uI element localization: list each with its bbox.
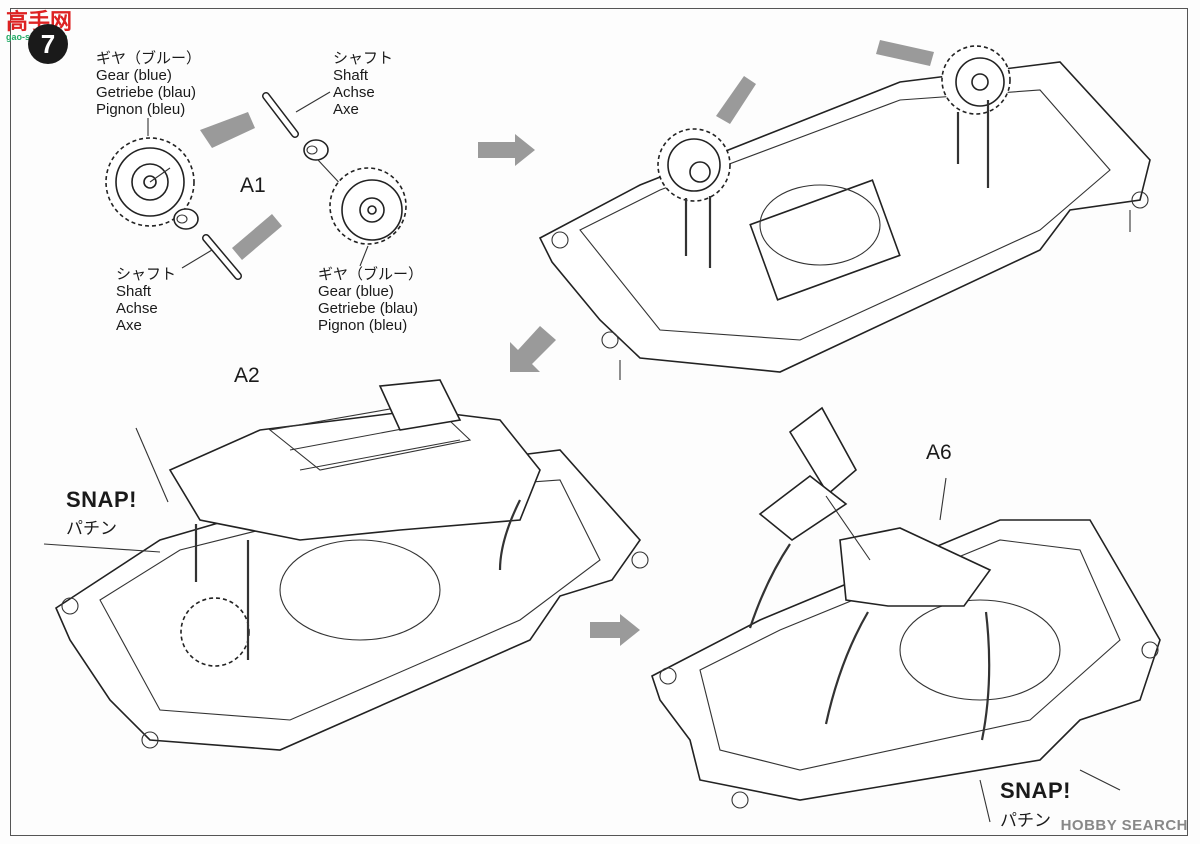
label-gear-bottom: ギヤ（ブルー） Gear (blue) Getriebe (blau) Pign…	[318, 266, 423, 334]
label-shaft-bottom: シャフト Shaft Achse Axe	[116, 266, 176, 334]
part-label-a1: A1	[240, 174, 266, 197]
snap-jp-right: パチン	[1000, 811, 1051, 830]
watermark-bottom: HOBBY SEARCH	[1060, 817, 1188, 834]
part-label-a6: A6	[926, 441, 952, 464]
gear-bottom-de: Getriebe (blau)	[318, 300, 419, 317]
label-gear-top: ギヤ（ブルー） Gear (blue) Getriebe (blau) Pign…	[96, 50, 201, 118]
step-number-badge: 7	[28, 24, 68, 64]
push-arrow-1	[200, 112, 255, 148]
shaft-bottom-en: Shaft	[116, 283, 152, 300]
gear-blue-left	[105, 137, 195, 227]
shaft-top-en: Shaft	[333, 67, 369, 84]
shaft-top-jp: シャフト	[333, 50, 394, 67]
shaft-bottom-jp: シャフト	[116, 266, 177, 283]
part-a2-cover	[168, 379, 541, 541]
gear-top-de: Getriebe (blau)	[96, 84, 197, 101]
guide-line-7	[498, 499, 521, 571]
guide-line-8	[748, 543, 791, 629]
push-arrow-4	[876, 40, 934, 66]
gear-chassis-right	[941, 45, 1011, 115]
spacer-right	[303, 139, 329, 161]
flow-arrow-2	[510, 326, 556, 372]
gear-top-jp: ギヤ（ブルー）	[96, 50, 202, 67]
page-frame	[10, 8, 1188, 836]
gear-bottom-jp: ギヤ（ブルー）	[318, 266, 424, 283]
flow-arrow-1	[478, 134, 535, 166]
snap-jp-left: パチン	[66, 519, 117, 538]
shaft-bottom-de: Achse	[116, 300, 158, 317]
flow-arrow-3	[590, 614, 640, 646]
shaft-bottom-fr: Axe	[116, 317, 142, 334]
shaft-top-de: Achse	[333, 84, 375, 101]
push-arrow-2	[232, 214, 282, 260]
gear-bottom-en: Gear (blue)	[318, 283, 394, 300]
push-arrow-3	[716, 76, 756, 124]
guide-line-10	[980, 611, 991, 741]
guide-line-9	[824, 611, 869, 725]
shaft-bottom	[202, 234, 242, 280]
snap-label-right: SNAP!	[1000, 778, 1071, 803]
gear-chassis-left	[657, 128, 731, 202]
part-label-a2: A2	[234, 364, 260, 387]
gear-blue-right	[329, 167, 407, 245]
chassis-top-right	[538, 61, 1151, 380]
spacer-left	[173, 208, 199, 230]
snap-label-left: SNAP!	[66, 487, 137, 512]
gear-top-en: Gear (blue)	[96, 67, 172, 84]
gear-bottom-fr: Pignon (bleu)	[318, 317, 408, 334]
shaft-top-fr: Axe	[333, 101, 359, 118]
chassis-bottom-right	[651, 519, 1161, 809]
label-shaft-top: シャフト Shaft Achse Axe	[333, 50, 393, 118]
gear-top-fr: Pignon (bleu)	[96, 101, 186, 118]
shaft-top	[262, 92, 299, 138]
part-a6-bracket	[758, 406, 992, 607]
